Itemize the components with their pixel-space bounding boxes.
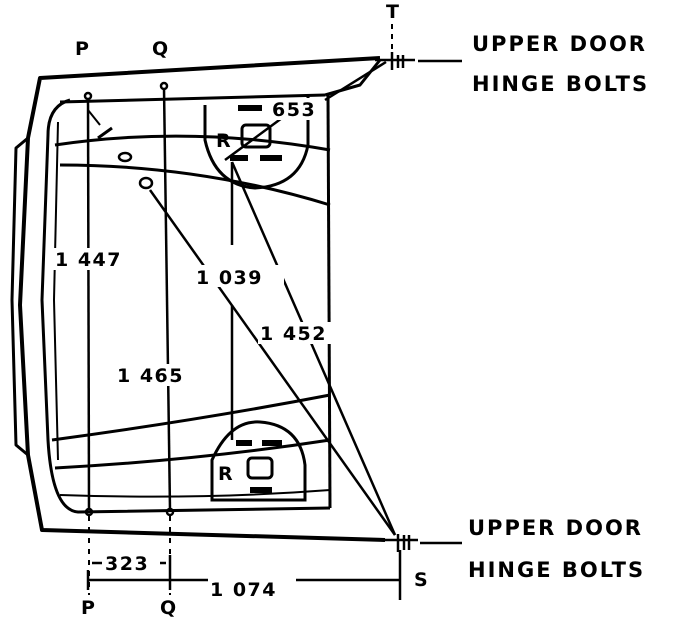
- hole-upper-2: [138, 176, 154, 190]
- dimension-values: 653 1 447 1 039 1 452 1 465 323 1 074: [52, 98, 348, 601]
- latch-stroke: [97, 126, 113, 140]
- hinge-bolt-symbols: [375, 52, 462, 552]
- hole-upper-1: [117, 151, 133, 163]
- reference-holes: [83, 81, 175, 517]
- upper-hinge-pocket: [203, 95, 310, 190]
- upper-callout-line1: UPPER DOOR: [472, 32, 647, 56]
- label-r-upper: R: [216, 130, 231, 152]
- dim-line-1447: [86, 97, 91, 511]
- dim-line-1465: [162, 87, 172, 511]
- door-frame: [10, 56, 386, 542]
- label-t-top: T: [386, 1, 399, 23]
- dim-line-top-diag: [324, 60, 387, 102]
- roof-corner: [324, 59, 382, 97]
- sill-line: [59, 489, 331, 498]
- lower-bolt-symbol: [382, 534, 462, 552]
- dim-1447: 1 447: [55, 249, 122, 271]
- lower-hinge-callout: UPPER DOOR HINGE BOLTS: [468, 516, 645, 582]
- inner-left-edge: [53, 121, 59, 461]
- dim-323: 323: [105, 553, 149, 575]
- upper-bolt-symbol: [375, 52, 462, 70]
- label-q-top: Q: [152, 38, 168, 60]
- upper-sweep-1: [54, 134, 331, 152]
- dim-line-1452: [230, 161, 397, 536]
- dim-1452: 1 452: [260, 323, 327, 345]
- lower-sweep-2: [54, 438, 331, 470]
- left-edge-flange: [10, 136, 29, 457]
- outer-frame-outline: [18, 56, 386, 542]
- dim-1074: 1 074: [210, 579, 277, 601]
- lower-callout-line1: UPPER DOOR: [468, 516, 643, 540]
- dim-line-1039: [148, 189, 397, 536]
- lower-hinge-pocket: [210, 420, 307, 502]
- dim-653: 653: [272, 99, 316, 121]
- dim-line-653-diag: [224, 116, 283, 162]
- label-q-bottom: Q: [160, 597, 176, 619]
- dim-1039: 1 039: [196, 267, 263, 289]
- label-p-top: P: [75, 38, 89, 60]
- label-p-bottom: P: [81, 597, 95, 619]
- upper-hinge-callout: UPPER DOOR HINGE BOLTS: [472, 32, 649, 96]
- label-s-bottom: S: [414, 569, 428, 591]
- lower-callout-line2: HINGE BOLTS: [468, 558, 645, 582]
- hook-stroke: [87, 109, 101, 126]
- label-r-lower: R: [218, 463, 233, 485]
- top-rail: [59, 93, 326, 104]
- dim-1465: 1 465: [117, 365, 184, 387]
- upper-sweep-2: [59, 163, 331, 207]
- lower-hinge-plate: [246, 456, 274, 480]
- b-pillar-line: [326, 94, 332, 509]
- upper-hinge-plate: [240, 123, 272, 149]
- inner-frame-outline: [40, 98, 331, 514]
- upper-callout-line2: HINGE BOLTS: [472, 72, 649, 96]
